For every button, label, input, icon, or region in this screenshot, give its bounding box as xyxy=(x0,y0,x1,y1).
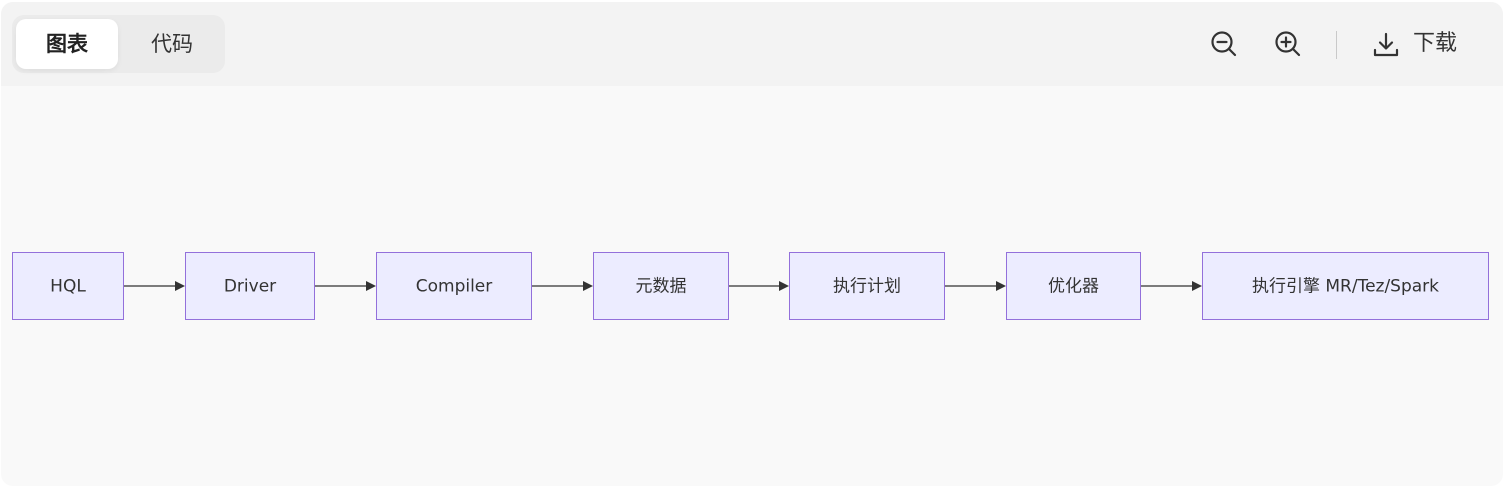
tab-code[interactable]: 代码 xyxy=(151,32,193,56)
arrowhead-icon xyxy=(996,281,1006,291)
download-icon xyxy=(1373,32,1399,57)
flow-node-box xyxy=(376,252,532,320)
download-label: 下载 xyxy=(1413,31,1458,56)
flow-edge-compiler-metadata xyxy=(531,281,593,291)
flow-node-driver: Driver xyxy=(185,252,315,320)
flow-edge-metadata-plan xyxy=(728,281,789,291)
flow-edge-plan-optimizer xyxy=(944,281,1006,291)
flow-node-box xyxy=(593,252,729,320)
flow-node-box xyxy=(1006,252,1141,320)
toolbar-divider xyxy=(1336,31,1337,59)
zoom-in-icon xyxy=(1275,31,1301,57)
flow-node-box xyxy=(789,252,945,320)
zoom-out-icon xyxy=(1211,31,1237,57)
arrowhead-icon xyxy=(583,281,593,291)
download-button[interactable]: 下载 xyxy=(1371,24,1481,64)
flow-node-label: HQL xyxy=(50,277,86,297)
flow-node-label: 执行引擎 MR/Tez/Spark xyxy=(1252,277,1439,297)
flow-node-optimizer: 优化器 xyxy=(1006,252,1141,320)
flow-node-label: 优化器 xyxy=(1048,277,1099,297)
view-tabs: 图表 代码 xyxy=(12,15,225,73)
flow-node-box xyxy=(1202,252,1489,320)
arrowhead-icon xyxy=(779,281,789,291)
flow-node-box xyxy=(185,252,315,320)
flow-node-plan: 执行计划 xyxy=(789,252,945,320)
flow-node-compiler: Compiler xyxy=(376,252,532,320)
zoom-out-button[interactable] xyxy=(1206,26,1242,62)
arrowhead-icon xyxy=(175,281,185,291)
arrowhead-icon xyxy=(366,281,376,291)
flow-node-label: 元数据 xyxy=(636,277,687,297)
diagram-panel: 图表 代码 下载 xyxy=(1,2,1503,486)
flowchart: HQL Driver Compiler 元数据 执行计划 优化器 执行引擎 MR/Tez/S… xyxy=(12,252,1489,320)
flow-node-label: Driver xyxy=(224,277,276,297)
flow-node-hql: HQL xyxy=(12,252,124,320)
zoom-in-button[interactable] xyxy=(1270,26,1306,62)
arrowhead-icon xyxy=(1192,281,1202,291)
flow-node-box xyxy=(12,252,124,320)
toolbar: 图表 代码 下载 xyxy=(1,2,1503,86)
flow-node-engine: 执行引擎 MR/Tez/Spark xyxy=(1202,252,1489,320)
flow-edge-hql-driver xyxy=(123,281,185,291)
flow-node-label: Compiler xyxy=(416,277,493,297)
flow-node-label: 执行计划 xyxy=(833,277,901,297)
flow-node-metadata: 元数据 xyxy=(593,252,729,320)
flow-edge-optimizer-engine xyxy=(1140,281,1202,291)
flow-edge-driver-compiler xyxy=(314,281,376,291)
tab-chart[interactable]: 图表 xyxy=(16,19,118,69)
